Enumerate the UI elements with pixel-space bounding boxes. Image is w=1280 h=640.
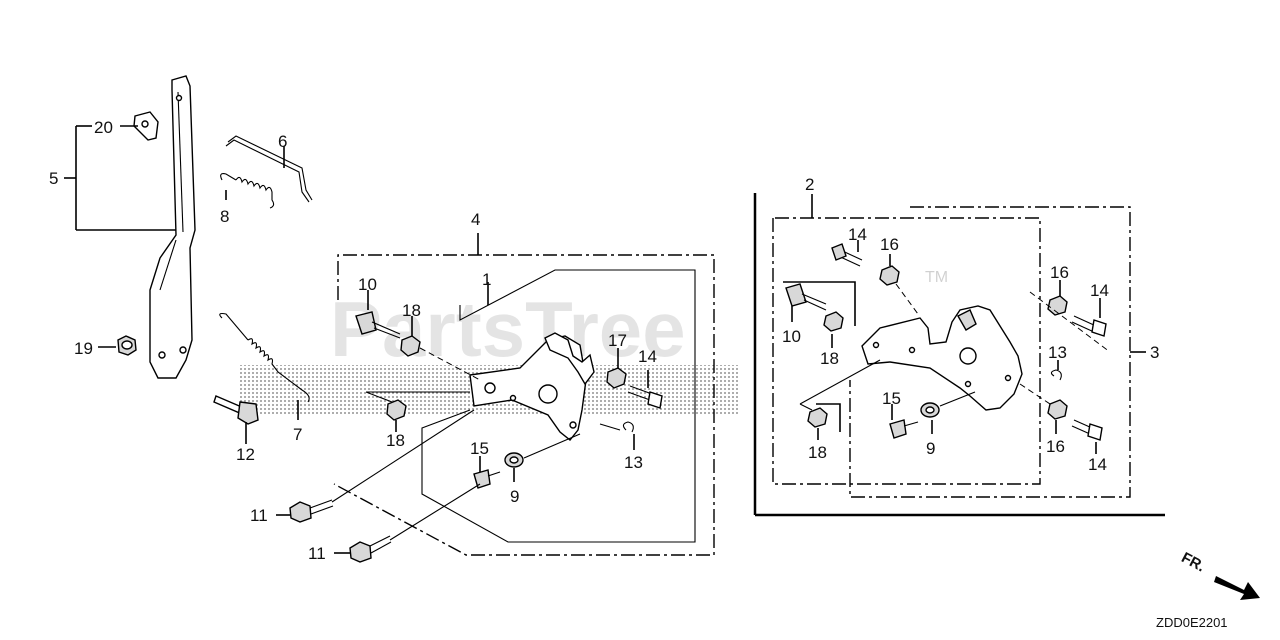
callout-18-right-top: 18 (820, 349, 839, 368)
spring-7 (219, 312, 310, 403)
front-label: FR. (1178, 549, 1207, 575)
watermark-tm: TM (925, 269, 948, 286)
callout-18-right-lower: 18 (808, 443, 827, 462)
throttle-lever-5 (149, 75, 196, 379)
callout-3: 3 (1150, 343, 1159, 362)
spring-8 (220, 173, 275, 209)
left-callouts: 20 5 6 8 19 12 7 (49, 118, 302, 464)
callout-7: 7 (293, 425, 302, 444)
assembly-2-group: 2 3 14 16 10 18 (753, 175, 1165, 517)
callout-5: 5 (49, 169, 58, 188)
callout-19: 19 (74, 339, 93, 358)
callout-12: 12 (236, 445, 255, 464)
callout-13-right: 13 (1048, 343, 1067, 362)
callout-11-lower: 11 (308, 544, 326, 563)
callout-14-upper-right: 14 (1090, 281, 1109, 300)
callout-16-lower: 16 (1046, 437, 1065, 456)
callout-14-right-top: 14 (848, 225, 867, 244)
callout-20: 20 (94, 118, 113, 137)
bolt-12 (213, 395, 259, 425)
callout-15-right: 15 (882, 389, 901, 408)
callout-8: 8 (220, 207, 229, 226)
callout-9-right: 9 (926, 439, 935, 458)
assembly-4-group: 4 1 10 18 18 17 (250, 210, 715, 563)
callout-15-mid: 15 (470, 439, 489, 458)
callout-16-upper-right: 16 (1050, 263, 1069, 282)
callout-1: 1 (482, 270, 491, 289)
callout-14-lower-right: 14 (1088, 455, 1107, 474)
watermark: PartsTree TM (240, 269, 948, 415)
rod-6 (225, 135, 313, 203)
callout-16-upper-left: 16 (880, 235, 899, 254)
front-arrow-icon (1214, 576, 1260, 600)
callout-17: 17 (608, 331, 627, 350)
callout-14-mid: 14 (638, 347, 657, 366)
callout-11-upper: 11 (250, 506, 268, 525)
callout-6: 6 (278, 132, 287, 151)
callout-18-lower: 18 (386, 431, 405, 450)
callout-10-left: 10 (358, 275, 377, 294)
callout-9-mid: 9 (510, 487, 519, 506)
drawing-code: ZDD0E2201 (1156, 615, 1228, 630)
front-direction-indicator: FR. (1178, 549, 1260, 600)
callout-4: 4 (471, 210, 480, 229)
callout-2: 2 (805, 175, 814, 194)
watermark-text: PartsTree (330, 285, 686, 373)
callout-10-right: 10 (782, 327, 801, 346)
callout-13-mid: 13 (624, 453, 643, 472)
clip-20 (133, 111, 159, 141)
callout-18-top: 18 (402, 301, 421, 320)
nut-19 (117, 335, 137, 356)
